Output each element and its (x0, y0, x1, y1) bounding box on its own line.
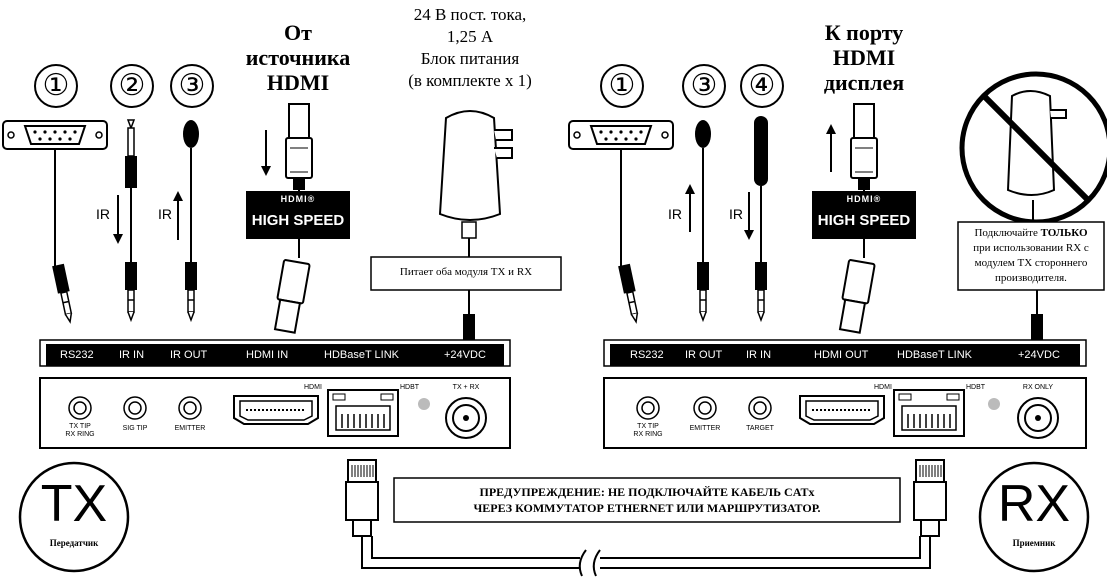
marker-2-tx: ② (110, 64, 154, 108)
heading-display-line3: дисплея (823, 70, 905, 95)
tx-hdbt-port-label: HDBT (400, 384, 420, 391)
ir-label-rx-in: IR (729, 206, 743, 222)
marker-4-rx: ④ (740, 64, 784, 108)
ir-label-tx-in: IR (96, 206, 110, 222)
power-line3: Блок питания (420, 49, 520, 68)
hdmi-high-speed-tx: HIGH SPEED (251, 212, 345, 229)
rx-bar-rs232: RS232 (630, 349, 664, 361)
tx-badge-caption: Передатчик (49, 538, 99, 548)
rx-note-line3: модулем TX стороннего (974, 257, 1088, 269)
tx-jack3-label: EMITTER (174, 425, 206, 432)
hdmi-logo-tx: HDMI® (280, 194, 316, 204)
rx-bar-hdmi-out: HDMI OUT (814, 349, 869, 361)
rx-bar-power: +24VDC (1018, 349, 1060, 361)
heading-source-line2: источника (245, 45, 351, 70)
rx-hdbt-port-label: HDBT (966, 384, 986, 391)
power-supply-label: 24 В пост. тока, 1,25 А Блок питания (в … (408, 4, 532, 92)
rx-jack3-label: TARGET (746, 425, 774, 432)
tx-bar-rs232: RS232 (60, 349, 94, 361)
tx-bar-ir-in: IR IN (119, 349, 145, 361)
rx-note-bold: ТОЛЬКО (1040, 227, 1088, 239)
rx-hdmi-port-label: HDMI (874, 384, 892, 391)
rx-note-pre: Подключайте (974, 227, 1041, 239)
rx-power-port-label: RX ONLY (1022, 384, 1054, 391)
heading-source-line3: HDMI (266, 70, 330, 95)
warning-line2: ЧЕРЕЗ КОММУТАТОР ETHERNET ИЛИ МАРШРУТИЗА… (473, 501, 821, 515)
rx-badge-caption: Приемник (1012, 538, 1056, 548)
heading-display-line2: HDMI (832, 45, 896, 70)
rx-jack1-label: TX TIP RX RING (633, 423, 663, 438)
marker-3-rx: ③ (682, 64, 726, 108)
power-line4: (в комплекте x 1) (408, 71, 532, 90)
tx-jack1-label: TX TIP RX RING (65, 423, 95, 438)
power-line2: 1,25 А (446, 27, 494, 46)
tx-jack2-label: SIG TIP (122, 425, 148, 432)
heading-hdmi-source: От источника HDMI (246, 20, 351, 95)
tx-bar-power: +24VDC (444, 349, 486, 361)
tx-hdmi-port-label: HDMI (304, 384, 322, 391)
rx-bar-ir-in: IR IN (746, 349, 772, 361)
rx-jack2-label: EMITTER (689, 425, 721, 432)
tx-badge-text: TX (40, 475, 108, 533)
tx-bar-ir-out: IR OUT (170, 349, 208, 361)
tx-port-bar: RS232 IR IN IR OUT HDMI IN HDBaseT LINK … (46, 344, 504, 366)
marker-1-rx: ① (600, 64, 644, 108)
rx-note-line2: при использовании RX с (973, 242, 1089, 254)
marker-1-tx: ① (34, 64, 78, 108)
power-line1: 24 В пост. тока, (413, 5, 527, 24)
hdmi-logo-rx: HDMI® (846, 194, 882, 204)
power-supply-note: Питает оба модуля TX и RX (399, 266, 533, 278)
rx-badge-text: RX (997, 475, 1071, 533)
heading-hdmi-display: К порту HDMI дисплея (824, 20, 904, 95)
tx-bar-hdbaset: HDBaseT LINK (324, 349, 399, 361)
tx-bar-hdmi-in: HDMI IN (246, 349, 289, 361)
marker-3-tx: ③ (170, 64, 214, 108)
rx-bar-ir-out: IR OUT (685, 349, 723, 361)
heading-display-line1: К порту (824, 20, 904, 45)
catx-warning: ПРЕДУПРЕЖДЕНИЕ: НЕ ПОДКЛЮЧАЙТЕ КАБЕЛЬ CA… (473, 484, 820, 516)
hdmi-high-speed-rx: HIGH SPEED (817, 212, 911, 229)
rx-bar-hdbaset: HDBaseT LINK (897, 349, 972, 361)
ir-label-tx-out: IR (158, 206, 172, 222)
heading-source-line1: От (284, 20, 312, 45)
rx-power-note: Подключайте ТОЛЬКО при использовании RX … (973, 226, 1089, 286)
ir-label-rx-out: IR (668, 206, 682, 222)
tx-power-port-label: TX + RX (452, 384, 480, 391)
warning-line1: ПРЕДУПРЕЖДЕНИЕ: НЕ ПОДКЛЮЧАЙТЕ КАБЕЛЬ CA… (479, 485, 815, 499)
rx-port-bar: RS232 IR OUT IR IN HDMI OUT HDBaseT LINK… (610, 344, 1080, 366)
rx-note-line4: производителя. (995, 272, 1067, 284)
